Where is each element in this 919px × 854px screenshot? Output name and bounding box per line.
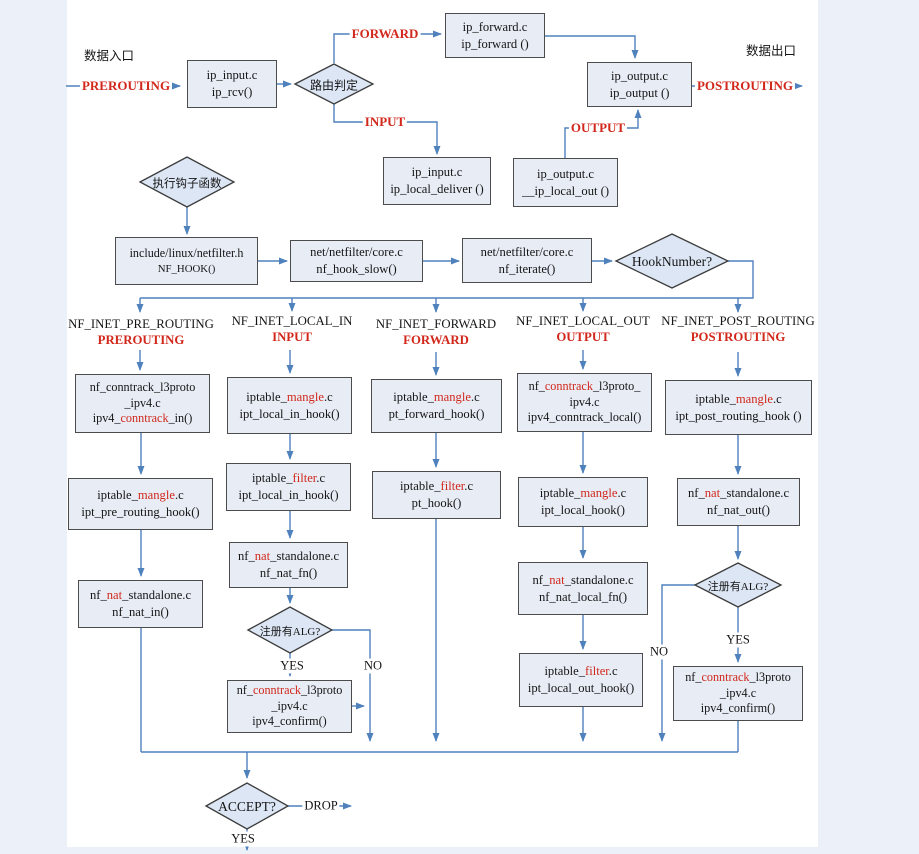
box-nf-hook-slow: net/netfilter/core.c nf_hook_slow() (290, 240, 423, 282)
box-mangle-local-in: iptable_mangle.c ipt_local_in_hook() (227, 377, 352, 434)
box-nat-in: nf_nat_standalone.c nf_nat_in() (78, 580, 203, 628)
box-nat-out: nf_nat_standalone.c nf_nat_out() (677, 478, 800, 526)
entry-label: 数据入口 (84, 49, 135, 63)
box-confirm-input: nf_conntrack_l3proto _ipv4.c ipv4_confir… (227, 680, 352, 733)
box-mangle-prerouting: iptable_mangle.c ipt_pre_routing_hook() (68, 478, 213, 530)
box-nf-iterate: net/netfilter/core.c nf_iterate() (462, 238, 592, 283)
box-mangle-post-routing: iptable_mangle.c ipt_post_routing_hook (… (665, 380, 812, 435)
diamond-alg-input (246, 606, 334, 654)
hook-label-local-in: NF_INET_LOCAL_IN INPUT (231, 314, 353, 344)
box-mangle-local-out: iptable_mangle.c ipt_local_hook() (518, 477, 648, 527)
box-filter-local-in: iptable_filter.c ipt_local_in_hook() (226, 463, 351, 511)
box-confirm-post: nf_conntrack_l3proto _ipv4.c ipv4_confir… (673, 666, 803, 721)
box-conntrack-in: nf_conntrack_l3proto _ipv4.c ipv4_conntr… (75, 374, 210, 433)
box-nf-hook: include/linux/netfilter.h NF_HOOK() (115, 237, 258, 285)
exit-label: 数据出口 (746, 44, 797, 58)
box-conntrack-local: nf_conntrack_l3proto_ ipv4.c ipv4_conntr… (517, 373, 652, 432)
box-filter-forward: iptable_filter.c pt_hook() (372, 471, 501, 519)
input-edge-label: INPUT (362, 114, 408, 130)
alg-post-text: 注册有ALG? (707, 581, 769, 593)
diamond-exec-hook (138, 156, 236, 208)
box-ip-local-out: ip_output.c __ip_local_out () (513, 158, 618, 207)
box-filter-local-out: iptable_filter.c ipt_local_out_hook() (519, 653, 643, 707)
yes-label-post: YES (724, 632, 752, 648)
route-decision-text: 路由判定 (309, 78, 359, 93)
diamond-hook-number (614, 233, 730, 289)
hook-label-prerouting: NF_INET_PRE_ROUTING PREROUTING (68, 317, 214, 347)
no-label-post: NO (647, 644, 671, 660)
diamond-accept (204, 782, 290, 830)
forward-edge-label: FORWARD (349, 26, 421, 42)
prerouting-edge-label: PREROUTING (79, 78, 173, 94)
postrouting-edge-label: POSTROUTING (694, 78, 796, 94)
alg-input-text: 注册有ALG? (259, 626, 321, 638)
hook-number-text: HookNumber? (631, 254, 713, 269)
no-label-input: NO (361, 658, 385, 674)
box-ip-output: ip_output.c ip_output () (587, 62, 692, 107)
output-edge-label: OUTPUT (568, 120, 628, 136)
box-nat-local-fn: nf_nat_standalone.c nf_nat_local_fn() (518, 562, 648, 615)
box-nat-fn: nf_nat_standalone.c nf_nat_fn() (229, 542, 348, 588)
hook-label-local-out: NF_INET_LOCAL_OUT OUTPUT (516, 314, 650, 344)
box-mangle-forward: iptable_mangle.c pt_forward_hook() (371, 379, 502, 433)
hook-label-forward: NF_INET_FORWARD FORWARD (375, 317, 497, 347)
drop-label: DROP (302, 798, 340, 814)
hook-label-post-routing: NF_INET_POST_ROUTING POSTROUTING (661, 314, 815, 344)
yes-label-accept: YES (229, 831, 257, 847)
diamond-alg-post (693, 562, 783, 608)
box-ip-local-deliver: ip_input.c ip_local_deliver () (383, 157, 491, 205)
accept-text: ACCEPT? (218, 799, 276, 814)
diamond-route-decision (293, 63, 375, 105)
box-ip-forward: ip_forward.c ip_forward () (445, 13, 545, 58)
box-ip-input: ip_input.c ip_rcv() (187, 60, 277, 108)
exec-hook-text: 执行钩子函数 (152, 178, 222, 190)
yes-label-input: YES (278, 658, 306, 674)
